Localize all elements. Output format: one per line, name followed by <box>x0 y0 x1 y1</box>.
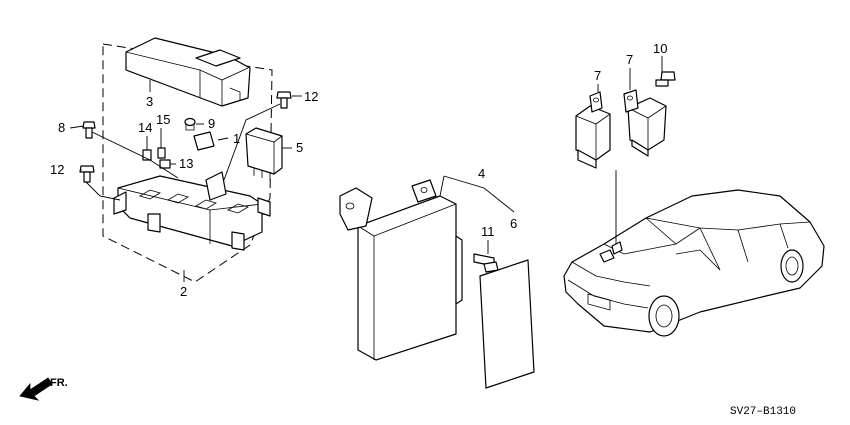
callout-13: 13 <box>179 156 193 171</box>
relay <box>245 127 283 180</box>
callout-5: 5 <box>296 140 303 155</box>
fuse-13 <box>159 159 171 169</box>
callout-7a: 7 <box>594 68 601 83</box>
callout-7b: 7 <box>626 52 633 67</box>
callout-9: 9 <box>208 116 215 131</box>
relay-7-right <box>623 89 667 157</box>
bolt-8 <box>82 121 96 139</box>
front-label: FR. <box>50 377 68 389</box>
callout-2: 2 <box>180 284 187 299</box>
clip <box>184 117 196 131</box>
callout-12b: 12 <box>304 89 318 104</box>
fuse-15 <box>157 147 166 159</box>
bolt-12-upper <box>276 91 292 109</box>
control-unit <box>339 179 463 361</box>
bolt-12-lower <box>79 165 95 183</box>
callout-11: 11 <box>481 224 495 239</box>
leader-1 <box>217 137 229 141</box>
front-arrow-icon <box>19 377 53 401</box>
callout-6: 6 <box>510 216 517 231</box>
fuse-box-group-outline <box>102 43 273 283</box>
callout-bracket-4-6 <box>439 175 515 213</box>
small-relay <box>193 131 215 151</box>
leader-12-lower-to-box <box>85 181 121 201</box>
fuse-box-base <box>113 171 271 251</box>
callout-3: 3 <box>146 94 153 109</box>
vehicle-location-view <box>563 189 825 337</box>
callout-15: 15 <box>156 112 170 127</box>
insulator-pad <box>479 259 535 389</box>
fuse-box-cover <box>125 37 251 107</box>
bolt-11 <box>473 253 499 273</box>
callout-12a: 12 <box>50 162 64 177</box>
diagram-code: SV27–B1310 <box>730 406 796 418</box>
callout-10: 10 <box>653 41 667 56</box>
leader-8-to-box <box>91 131 179 179</box>
relay-7-left <box>575 91 611 169</box>
leader-12-upper-to-box <box>223 103 281 181</box>
leader-8 <box>69 125 85 129</box>
callout-4: 4 <box>478 166 485 181</box>
bolt-10 <box>655 71 676 87</box>
callout-8: 8 <box>58 120 65 135</box>
callout-14: 14 <box>138 120 152 135</box>
callout-1: 1 <box>233 131 240 146</box>
